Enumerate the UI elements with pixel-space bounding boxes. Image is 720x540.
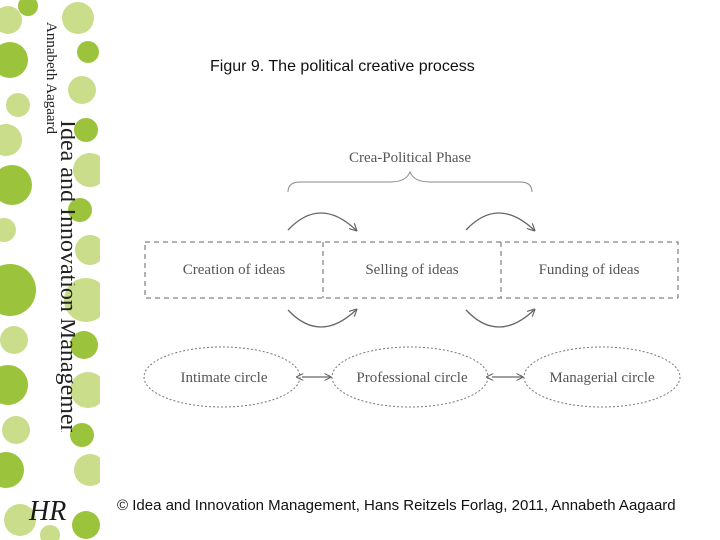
logo-text: HR [28, 496, 66, 527]
circle-professional: Professional circle [356, 370, 468, 386]
figure-title: Figur 9. The political creative process [210, 58, 475, 75]
publisher-logo: HR [28, 496, 66, 527]
political-creative-process-diagram: Crea-Political Phase Creation of ideas S… [143, 150, 681, 408]
managerial-circle-ellipse [523, 346, 681, 408]
upper-arrow-2 [465, 212, 534, 230]
stages-box [144, 241, 679, 299]
copyright-footer: © Idea and Innovation Management, Hans R… [117, 497, 676, 514]
lower-arrow-1 [287, 310, 356, 328]
sidebar-author: Annabeth Aagaard [43, 22, 59, 135]
upper-arrow-1 [287, 212, 356, 230]
sidebar-vertical-text: Annabeth Aagaard Idea and Innovation Man… [43, 22, 75, 432]
stage-funding: Funding of ideas [539, 262, 640, 278]
phase-label: Crea-Political Phase [349, 150, 471, 166]
sidebar-dots [0, 0, 100, 540]
stage-selling: Selling of ideas [365, 262, 458, 278]
stage-creation: Creation of ideas [183, 262, 286, 278]
decorative-sidebar [0, 0, 100, 540]
circle-intimate: Intimate circle [180, 370, 267, 386]
lower-arrow-2 [465, 310, 534, 328]
circle-managerial: Managerial circle [549, 370, 655, 386]
phase-brace [287, 170, 533, 193]
sidebar-book-title: Idea and Innovation Management [55, 120, 75, 432]
